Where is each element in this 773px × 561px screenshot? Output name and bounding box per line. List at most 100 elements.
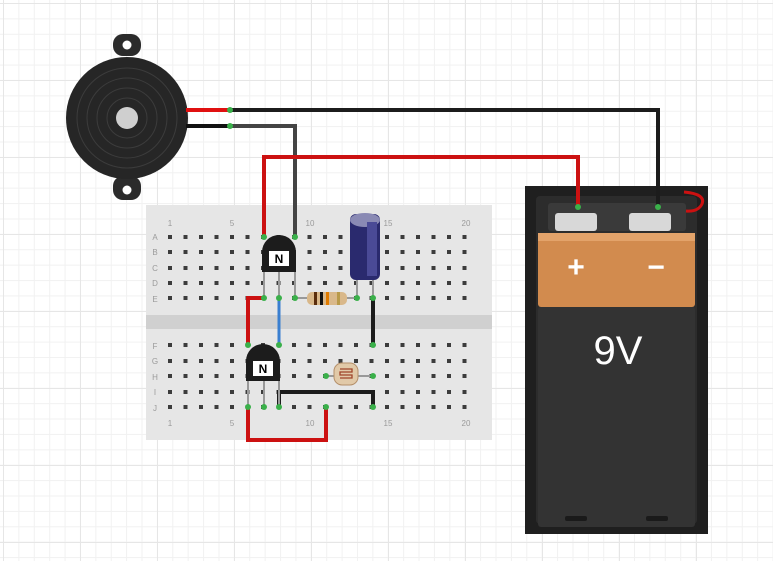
- breadboard-hole[interactable]: [462, 374, 467, 378]
- breadboard-hole[interactable]: [230, 250, 234, 254]
- breadboard-hole[interactable]: [385, 390, 389, 394]
- breadboard-hole[interactable]: [416, 296, 420, 300]
- breadboard-hole[interactable]: [416, 235, 420, 239]
- breadboard-hole[interactable]: [168, 281, 172, 285]
- breadboard-hole[interactable]: [292, 359, 296, 363]
- breadboard-hole[interactable]: [416, 250, 420, 254]
- breadboard-hole[interactable]: [431, 235, 436, 239]
- breadboard-hole[interactable]: [416, 374, 420, 378]
- breadboard-hole[interactable]: [431, 405, 436, 409]
- breadboard-hole[interactable]: [385, 266, 389, 270]
- breadboard-hole[interactable]: [447, 266, 451, 270]
- breadboard-hole[interactable]: [214, 266, 219, 270]
- breadboard-hole[interactable]: [323, 343, 327, 347]
- breadboard-hole[interactable]: [183, 390, 188, 394]
- breadboard-hole[interactable]: [292, 374, 296, 378]
- transistor-bottom[interactable]: N: [246, 344, 280, 407]
- breadboard-hole[interactable]: [447, 250, 451, 254]
- breadboard-hole[interactable]: [307, 343, 312, 347]
- breadboard-hole[interactable]: [199, 405, 203, 409]
- breadboard-hole[interactable]: [447, 390, 451, 394]
- breadboard-hole[interactable]: [307, 374, 312, 378]
- breadboard-hole[interactable]: [230, 281, 234, 285]
- breadboard-hole[interactable]: [462, 343, 467, 347]
- wire-red-jumper-bottom[interactable]: [246, 407, 328, 442]
- breadboard-hole[interactable]: [400, 266, 405, 270]
- breadboard-hole[interactable]: [183, 374, 188, 378]
- breadboard-hole[interactable]: [431, 296, 436, 300]
- breadboard-hole[interactable]: [416, 359, 420, 363]
- breadboard-hole[interactable]: [385, 359, 389, 363]
- breadboard-hole[interactable]: [338, 405, 343, 409]
- breadboard-hole[interactable]: [183, 266, 188, 270]
- breadboard-hole[interactable]: [385, 281, 389, 285]
- breadboard-hole[interactable]: [183, 281, 188, 285]
- breadboard-hole[interactable]: [230, 343, 234, 347]
- breadboard-hole[interactable]: [400, 250, 405, 254]
- breadboard-hole[interactable]: [385, 250, 389, 254]
- breadboard-hole[interactable]: [168, 359, 172, 363]
- resistor[interactable]: [295, 292, 357, 305]
- breadboard-hole[interactable]: [245, 250, 250, 254]
- breadboard-hole[interactable]: [214, 374, 219, 378]
- breadboard-hole[interactable]: [462, 235, 467, 239]
- breadboard-hole[interactable]: [400, 405, 405, 409]
- breadboard-hole[interactable]: [214, 343, 219, 347]
- breadboard-hole[interactable]: [307, 281, 312, 285]
- breadboard-hole[interactable]: [369, 359, 374, 363]
- breadboard-hole[interactable]: [183, 405, 188, 409]
- breadboard-hole[interactable]: [230, 296, 234, 300]
- breadboard-hole[interactable]: [199, 390, 203, 394]
- breadboard-hole[interactable]: [230, 235, 234, 239]
- photoresistor[interactable]: [326, 362, 373, 386]
- breadboard-hole[interactable]: [431, 281, 436, 285]
- breadboard-hole[interactable]: [168, 250, 172, 254]
- breadboard-hole[interactable]: [462, 250, 467, 254]
- breadboard-hole[interactable]: [431, 343, 436, 347]
- breadboard-hole[interactable]: [338, 281, 343, 285]
- breadboard-hole[interactable]: [400, 296, 405, 300]
- breadboard-hole[interactable]: [354, 343, 358, 347]
- breadboard-hole[interactable]: [447, 296, 451, 300]
- breadboard-hole[interactable]: [462, 266, 467, 270]
- breadboard-hole[interactable]: [400, 235, 405, 239]
- breadboard-hole[interactable]: [385, 343, 389, 347]
- breadboard-hole[interactable]: [462, 405, 467, 409]
- breadboard-hole[interactable]: [400, 343, 405, 347]
- wire-buzzer-to-battery-minus[interactable]: [230, 108, 660, 207]
- breadboard-hole[interactable]: [354, 405, 358, 409]
- breadboard-hole[interactable]: [431, 374, 436, 378]
- breadboard-hole[interactable]: [307, 405, 312, 409]
- breadboard-hole[interactable]: [168, 390, 172, 394]
- breadboard-hole[interactable]: [338, 266, 343, 270]
- breadboard-hole[interactable]: [183, 296, 188, 300]
- breadboard-hole[interactable]: [462, 359, 467, 363]
- breadboard-hole[interactable]: [307, 359, 312, 363]
- breadboard-hole[interactable]: [230, 405, 234, 409]
- breadboard-hole[interactable]: [230, 374, 234, 378]
- breadboard-hole[interactable]: [245, 281, 250, 285]
- breadboard-hole[interactable]: [230, 266, 234, 270]
- breadboard-hole[interactable]: [416, 266, 420, 270]
- breadboard-hole[interactable]: [385, 296, 389, 300]
- breadboard-hole[interactable]: [462, 296, 467, 300]
- breadboard-hole[interactable]: [199, 359, 203, 363]
- breadboard-hole[interactable]: [416, 405, 420, 409]
- wire-battery-plus-to-board[interactable]: [262, 155, 580, 237]
- piezo-buzzer[interactable]: [66, 34, 230, 200]
- breadboard-hole[interactable]: [385, 235, 389, 239]
- wire-red-jumper-left[interactable]: [246, 296, 264, 345]
- breadboard-hole[interactable]: [307, 266, 312, 270]
- breadboard-hole[interactable]: [447, 359, 451, 363]
- breadboard-hole[interactable]: [323, 266, 327, 270]
- breadboard-hole[interactable]: [447, 374, 451, 378]
- breadboard-hole[interactable]: [400, 359, 405, 363]
- breadboard-hole[interactable]: [400, 281, 405, 285]
- breadboard-hole[interactable]: [338, 359, 343, 363]
- breadboard-hole[interactable]: [292, 343, 296, 347]
- breadboard-hole[interactable]: [168, 266, 172, 270]
- breadboard-hole[interactable]: [431, 359, 436, 363]
- breadboard-hole[interactable]: [416, 390, 420, 394]
- breadboard-hole[interactable]: [447, 235, 451, 239]
- breadboard-hole[interactable]: [323, 359, 327, 363]
